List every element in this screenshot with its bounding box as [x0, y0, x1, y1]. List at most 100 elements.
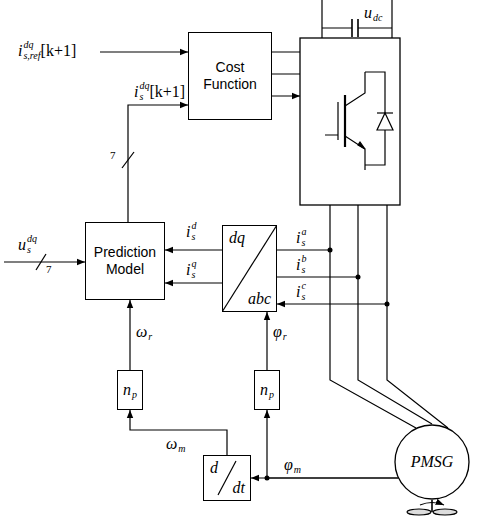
- signal-label: ω: [166, 435, 177, 452]
- signal-label: s: [191, 269, 195, 280]
- script-column: as: [301, 227, 306, 248]
- slot: m: [178, 444, 185, 455]
- signal-label: dc: [373, 12, 382, 23]
- signal-label: u: [364, 4, 372, 21]
- slot: s: [191, 270, 196, 281]
- signal-connector: [267, 410, 399, 478]
- signal-connector: [165, 249, 222, 250]
- slot: r: [148, 332, 152, 343]
- signal-label: d: [191, 220, 196, 231]
- signal-label: r: [283, 331, 287, 342]
- signal-label: s,ref: [23, 50, 40, 61]
- slot: i: [186, 224, 190, 240]
- slot: m: [294, 465, 301, 476]
- junction-dots: [265, 248, 390, 481]
- signal-label-group: ics: [296, 281, 306, 302]
- signal-label: i: [186, 261, 190, 278]
- signal-label-group: φr: [273, 322, 287, 343]
- script-column: r: [148, 322, 152, 343]
- slot: φ: [284, 457, 293, 473]
- slot: i: [296, 257, 300, 273]
- generator-outline: [395, 425, 469, 499]
- blade: [407, 509, 431, 515]
- script-column: qs: [191, 259, 196, 280]
- slot: i: [18, 43, 22, 59]
- slot: ω: [166, 436, 177, 452]
- signal-label: s: [301, 237, 305, 248]
- illustration: [4, 0, 457, 515]
- node-text: dt: [233, 480, 245, 496]
- slot: s: [301, 292, 305, 303]
- script-column: ds: [191, 221, 196, 242]
- slot: u: [364, 5, 372, 21]
- node-text: Prediction Model: [91, 244, 159, 279]
- node-text: p: [269, 390, 274, 400]
- reference-input-arrow: [100, 51, 188, 52]
- signal-label-group: ωr: [136, 322, 152, 343]
- slot: [178, 434, 185, 444]
- slot: φ: [273, 324, 282, 340]
- signal-label: s: [27, 244, 31, 255]
- slot: s: [139, 92, 149, 103]
- slot: u: [18, 237, 26, 253]
- node-text: p: [132, 390, 137, 400]
- script-column: bs: [301, 254, 306, 275]
- signal-connector: [128, 105, 188, 222]
- signal-label-group: 7: [110, 150, 116, 161]
- igbt-channel: [344, 95, 346, 147]
- signal-label-group: 7: [46, 264, 52, 275]
- signal-label: φ: [273, 323, 282, 340]
- signal-label-group: iqs: [186, 259, 196, 280]
- node-text: Cost Function: [194, 59, 266, 94]
- signal-label-group: idqs[k+1]: [134, 81, 185, 102]
- divider-stroke: [222, 225, 277, 312]
- junction-dot: [356, 275, 361, 280]
- signal-label: s: [139, 91, 143, 102]
- slot: c: [301, 281, 305, 292]
- slot: s: [301, 238, 306, 249]
- derivative-box: ddt: [203, 455, 251, 501]
- generator-circle: PMSG: [394, 424, 470, 500]
- signal-label: [k+1]: [41, 42, 77, 59]
- signal-label-group: udc: [364, 3, 382, 24]
- pole-pair-box: np: [117, 370, 143, 410]
- signal-label-group: φm: [284, 455, 301, 476]
- junction-dot: [328, 248, 333, 253]
- script-column: dqs: [139, 81, 149, 102]
- script-column: r: [283, 322, 287, 343]
- script-column: dqs: [27, 234, 37, 255]
- signal-label: 7: [110, 150, 116, 161]
- script-column: m: [294, 455, 301, 476]
- slot: i: [134, 84, 138, 100]
- script-column: m: [178, 434, 185, 455]
- slot: [294, 455, 301, 465]
- signal-label: s: [301, 291, 305, 302]
- transform-box: dqabc: [222, 225, 277, 312]
- signal-label: dq: [139, 80, 149, 91]
- slot: s: [27, 245, 37, 256]
- slot: dq: [139, 81, 149, 92]
- signal-connector: [130, 410, 227, 455]
- slot: i: [186, 262, 190, 278]
- node-text: PMSG: [411, 454, 454, 470]
- signal-label: i: [296, 229, 300, 246]
- slot: s: [301, 265, 306, 276]
- signal-label: dq: [23, 39, 33, 50]
- slot: q: [191, 259, 196, 270]
- switching-signal-arrows: [272, 52, 300, 96]
- signal-label: 7: [46, 264, 52, 275]
- signal-label: [k+1]: [149, 83, 185, 100]
- slot: i: [296, 284, 300, 300]
- slot: dc: [373, 13, 382, 24]
- slot: [283, 322, 287, 332]
- igbt-gate: [325, 102, 338, 140]
- signal-label: dq: [27, 233, 37, 244]
- signal-label-group: udqs: [18, 234, 37, 255]
- slot: [148, 322, 152, 332]
- igbt-symbol: [345, 72, 385, 170]
- signal-connector: [165, 282, 222, 283]
- rotation-arrow: [420, 503, 444, 506]
- phase-wires: [330, 205, 448, 428]
- signal-label: i: [296, 283, 300, 300]
